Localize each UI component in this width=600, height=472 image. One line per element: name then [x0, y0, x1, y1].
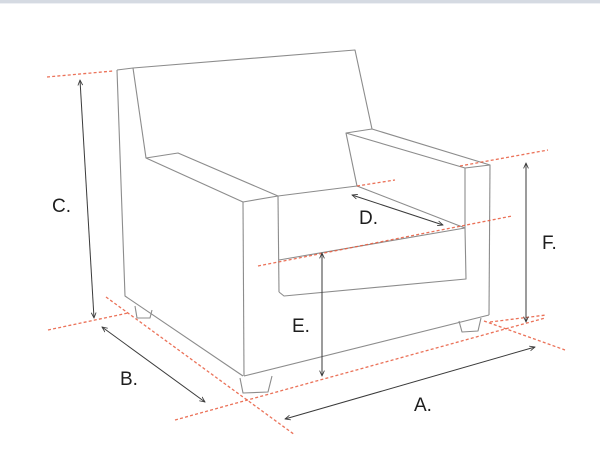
- label-b-depth: B.: [120, 369, 138, 390]
- label-a-width: A.: [414, 395, 432, 416]
- label-c-height: C.: [52, 196, 71, 217]
- label-e-seat-height: E.: [292, 316, 310, 337]
- label-f-arm-height: F.: [542, 233, 557, 254]
- top-border: [0, 0, 600, 4]
- dimension-arrows: [80, 80, 535, 419]
- dimension-a-arrow: [285, 347, 535, 419]
- dimension-d-arrow: [352, 195, 443, 225]
- armchair-outline: [116, 49, 491, 394]
- dimension-c-arrow: [80, 80, 94, 318]
- dimension-b-arrow: [102, 327, 205, 402]
- label-d-seat-depth: D.: [359, 208, 378, 229]
